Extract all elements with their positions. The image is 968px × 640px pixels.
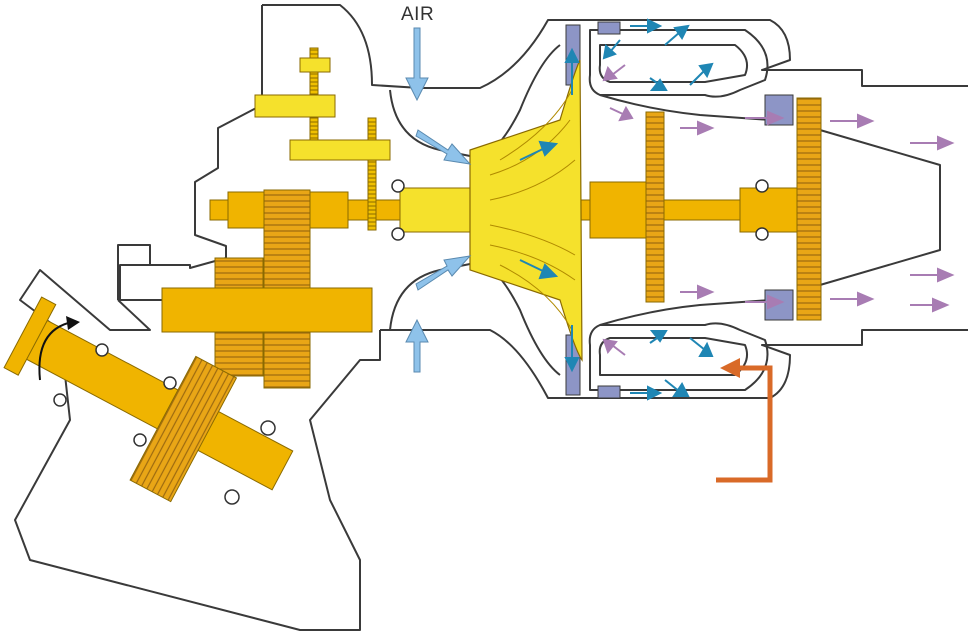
compressed-arrow-icon xyxy=(519,259,546,273)
casing-gearbox-top xyxy=(119,5,263,301)
casing-lower-outline xyxy=(380,329,968,399)
hot-gas-arrow-icon xyxy=(611,344,626,356)
shaft-sleeve xyxy=(399,187,481,233)
output-bevel-gear xyxy=(129,355,238,503)
accessory-shaft-3 xyxy=(299,57,331,73)
accessory-gear-small-2 xyxy=(367,117,377,231)
air-arrow-icon xyxy=(405,27,429,102)
shaft-hub-mid xyxy=(589,181,651,239)
air-arrow-icon xyxy=(415,129,472,165)
turbine-wheel xyxy=(796,97,822,321)
compressor-turbine-gear xyxy=(645,111,665,303)
combustor-scroll-lower xyxy=(588,322,769,391)
hot-gas-arrows xyxy=(602,64,955,356)
accessory-shaft-1 xyxy=(254,94,336,118)
bearing-icon xyxy=(163,376,177,390)
output-flange xyxy=(3,296,57,376)
liner-block-lower-mid xyxy=(597,385,621,399)
air-inlet-label: AIR xyxy=(401,4,435,25)
accessory-shaft-large xyxy=(161,287,373,333)
engine-casing xyxy=(14,4,968,631)
casing-upper-outline xyxy=(262,4,968,89)
exhaust-cone xyxy=(819,129,941,286)
bearing-icon xyxy=(755,179,769,193)
rotation-arrow-icon xyxy=(38,321,73,381)
fuel-inlet-pipe xyxy=(716,365,773,483)
compressed-arrow-icon xyxy=(519,147,546,161)
air-arrow-icon xyxy=(405,318,429,373)
bearing-icon xyxy=(224,489,240,505)
combustor-liner-upper xyxy=(598,44,748,83)
compressed-air-arrows xyxy=(519,18,714,401)
compressor-impeller xyxy=(469,59,583,362)
impeller-body xyxy=(469,59,583,362)
compressed-arrow-icon xyxy=(664,31,681,46)
compressed-arrow-icon xyxy=(689,69,706,86)
bearing-icon xyxy=(53,393,67,407)
air-inlet-arrows xyxy=(405,27,472,373)
hot-gas-arrow-icon xyxy=(611,64,626,76)
bearing-icon xyxy=(391,227,405,241)
casing-gearbox-lower xyxy=(14,244,381,631)
gas-path-lower xyxy=(599,299,771,326)
shaft-hub-right xyxy=(739,187,801,233)
combustor-scroll-upper xyxy=(588,29,769,98)
bearing-icon xyxy=(391,179,405,193)
bearing-icon xyxy=(260,420,276,436)
output-drive xyxy=(3,296,294,503)
gas-path-upper xyxy=(599,94,771,121)
accessory-shaft-2 xyxy=(289,139,391,161)
compressed-arrow-icon xyxy=(689,337,706,351)
liner-block-upper-mid xyxy=(597,21,621,35)
rotation-arrowhead-icon xyxy=(66,316,80,330)
bearing-icon xyxy=(755,227,769,241)
air-arrow-icon xyxy=(415,255,472,291)
bearing-icon xyxy=(95,343,109,357)
bearing-icon xyxy=(133,433,147,447)
turbine-and-gears xyxy=(161,47,822,389)
bearings xyxy=(53,179,769,505)
fuel-arrow-icon xyxy=(720,358,740,378)
